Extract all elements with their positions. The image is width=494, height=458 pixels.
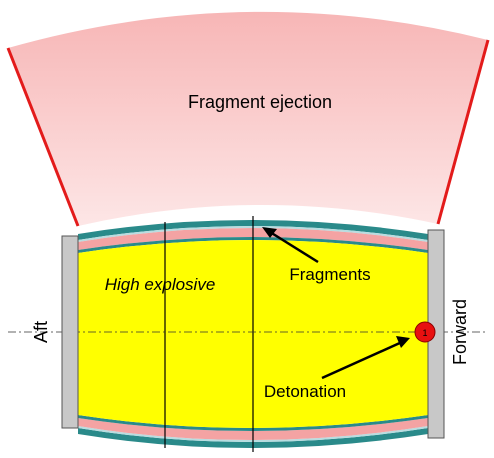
detonation-arrow xyxy=(321,340,403,380)
fragments-arrowhead xyxy=(262,227,277,238)
detonation-arrowhead xyxy=(396,336,410,348)
detonator-point xyxy=(414,321,436,343)
fragment-ejection-zone xyxy=(8,11,488,226)
detonation-label: Detonation xyxy=(264,382,346,401)
aft-end-plate xyxy=(61,235,79,429)
high-explosive-label: High explosive xyxy=(105,275,216,294)
fragment-ejection-label: Fragment ejection xyxy=(188,92,332,112)
ejection-left-edge xyxy=(6,47,80,227)
forward-label: Forward xyxy=(450,299,470,365)
fragments-label: Fragments xyxy=(289,265,370,284)
detonator-number: 1 xyxy=(422,328,427,338)
ejection-right-edge xyxy=(436,39,490,225)
fragments-arrow xyxy=(269,230,319,264)
aft-label: Aft xyxy=(31,321,51,343)
